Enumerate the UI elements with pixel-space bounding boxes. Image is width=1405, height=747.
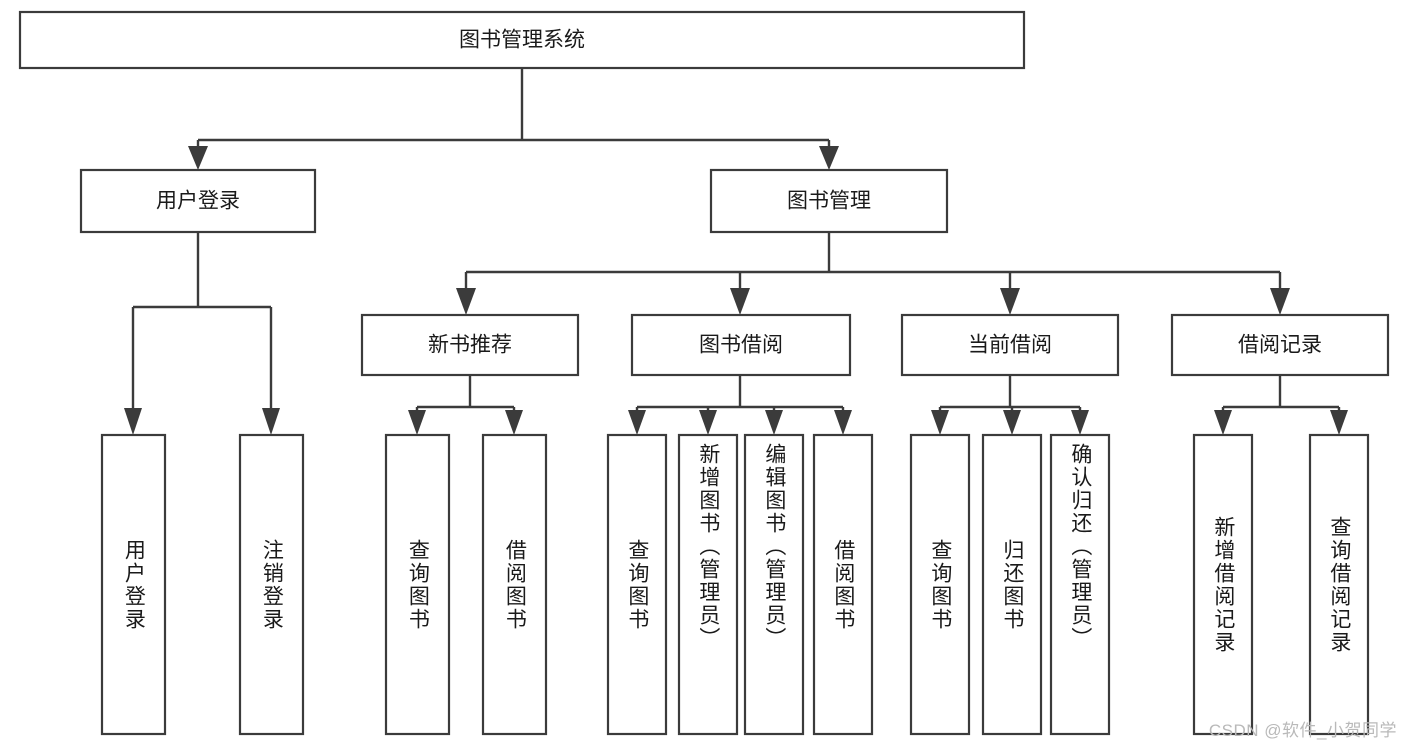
node-current-borrow-label: 当前借阅	[968, 334, 1052, 357]
node-current-borrow[interactable]: 当前借阅	[900, 313, 1120, 377]
node-book-manage-label: 图书管理	[787, 190, 871, 213]
connector-group-user-login	[124, 232, 280, 435]
arrow-head-current-borrow	[1000, 288, 1020, 315]
leaf-box-group	[100, 433, 1370, 736]
connector-group-borrow-record	[1214, 375, 1348, 435]
node-leaf-confirm-return-box[interactable]	[1049, 433, 1111, 736]
arrow-head-leaf-query-record	[1330, 410, 1348, 435]
csdn-watermark: CSDN @软件_小贺同学	[1208, 721, 1397, 740]
arrow-head-leaf-user-login	[124, 408, 142, 435]
connector-group-current-borrow	[931, 375, 1089, 435]
node-user-login[interactable]: 用户登录	[79, 168, 317, 234]
node-book-manage[interactable]: 图书管理	[709, 168, 949, 234]
arrow-head-leaf-borrow-book-2	[834, 410, 852, 435]
node-root[interactable]: 图书管理系统	[18, 10, 1026, 70]
node-borrow-record-label: 借阅记录	[1238, 334, 1322, 357]
arrow-head-book-manage	[819, 146, 839, 170]
node-leaf-query-book-3-box[interactable]	[909, 433, 971, 736]
node-leaf-query-book-2-box[interactable]	[606, 433, 668, 736]
connector-group-book-borrow	[628, 375, 852, 435]
node-leaf-borrow-book-2-box[interactable]	[812, 433, 874, 736]
arrow-head-leaf-confirm-return	[1071, 410, 1089, 435]
node-leaf-query-book-1-box[interactable]	[384, 433, 451, 736]
node-user-login-box[interactable]	[79, 168, 317, 234]
node-leaf-add-book-box[interactable]	[677, 433, 739, 736]
arrow-head-leaf-return-book	[1003, 410, 1021, 435]
node-current-borrow-box[interactable]	[900, 313, 1120, 377]
node-book-borrow[interactable]: 图书借阅	[630, 313, 852, 377]
node-leaf-return-book-box[interactable]	[981, 433, 1043, 736]
node-root-box[interactable]	[18, 10, 1026, 70]
arrow-head-leaf-query-book-1	[408, 410, 426, 435]
node-user-login-label: 用户登录	[156, 190, 240, 213]
arrow-head-leaf-edit-book	[765, 410, 783, 435]
node-borrow-record[interactable]: 借阅记录	[1170, 313, 1390, 377]
node-leaf-user-login-box[interactable]	[100, 433, 167, 736]
node-new-book-rec-box[interactable]	[360, 313, 580, 377]
node-book-borrow-label: 图书借阅	[699, 334, 783, 357]
node-new-book-rec[interactable]: 新书推荐	[360, 313, 580, 377]
connector-group-new-book-rec	[408, 375, 523, 435]
node-new-book-rec-label: 新书推荐	[428, 334, 512, 357]
node-leaf-query-record-box[interactable]	[1308, 433, 1370, 736]
node-leaf-edit-book-box[interactable]	[743, 433, 805, 736]
arrow-head-leaf-add-record	[1214, 410, 1232, 435]
node-book-borrow-box[interactable]	[630, 313, 852, 377]
arrow-head-borrow-record	[1270, 288, 1290, 315]
arrow-head-leaf-logout	[262, 408, 280, 435]
arrow-head-leaf-borrow-book-1	[505, 410, 523, 435]
arrow-head-leaf-add-book	[699, 410, 717, 435]
arrow-head-new-book-rec	[456, 288, 476, 315]
node-book-manage-box[interactable]	[709, 168, 949, 234]
connector-group-root	[188, 68, 839, 170]
node-leaf-borrow-book-1-box[interactable]	[481, 433, 548, 736]
connector-group-book-manage	[456, 232, 1290, 315]
node-leaf-add-record-box[interactable]	[1192, 433, 1254, 736]
arrow-head-leaf-query-book-2	[628, 410, 646, 435]
node-borrow-record-box[interactable]	[1170, 313, 1390, 377]
arrow-head-user-login	[188, 146, 208, 170]
arrow-head-book-borrow	[730, 288, 750, 315]
node-root-label: 图书管理系统	[459, 29, 585, 52]
node-leaf-logout-box[interactable]	[238, 433, 305, 736]
arrow-head-leaf-query-book-3	[931, 410, 949, 435]
